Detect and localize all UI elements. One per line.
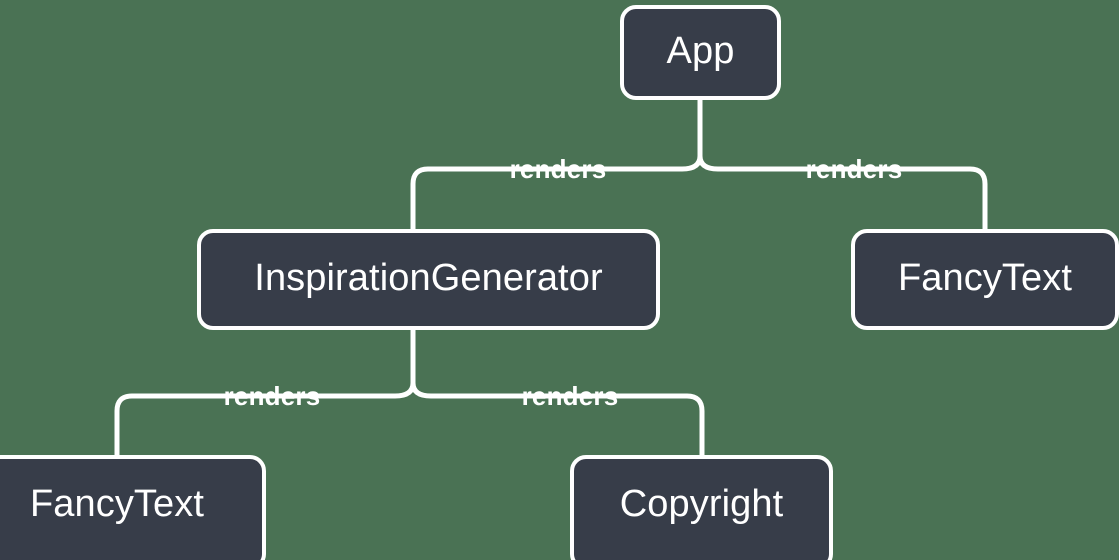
- node-app-label: App: [666, 30, 735, 72]
- node-copyright-label: Copyright: [619, 483, 784, 525]
- node-fancytext-right-label: FancyText: [897, 257, 1073, 299]
- node-inspiration-generator[interactable]: InspirationGenerator: [197, 229, 660, 330]
- edge-label-app-inspirationgenerator: renders: [509, 154, 607, 184]
- edge-label-inspirationgenerator-copyright: renders: [521, 381, 619, 411]
- node-fancytext-bottom-label: FancyText: [29, 483, 205, 525]
- node-inspiration-generator-label: InspirationGenerator: [254, 257, 603, 299]
- edge-label-app-fancytext-right: renders: [805, 154, 903, 184]
- edge-label-inspirationgenerator-fancytext-bottom: renders: [223, 381, 321, 411]
- node-fancytext-right[interactable]: FancyText: [851, 229, 1119, 330]
- node-fancytext-bottom[interactable]: FancyText: [0, 455, 266, 560]
- node-app[interactable]: App: [620, 5, 781, 100]
- node-copyright[interactable]: Copyright: [570, 455, 833, 560]
